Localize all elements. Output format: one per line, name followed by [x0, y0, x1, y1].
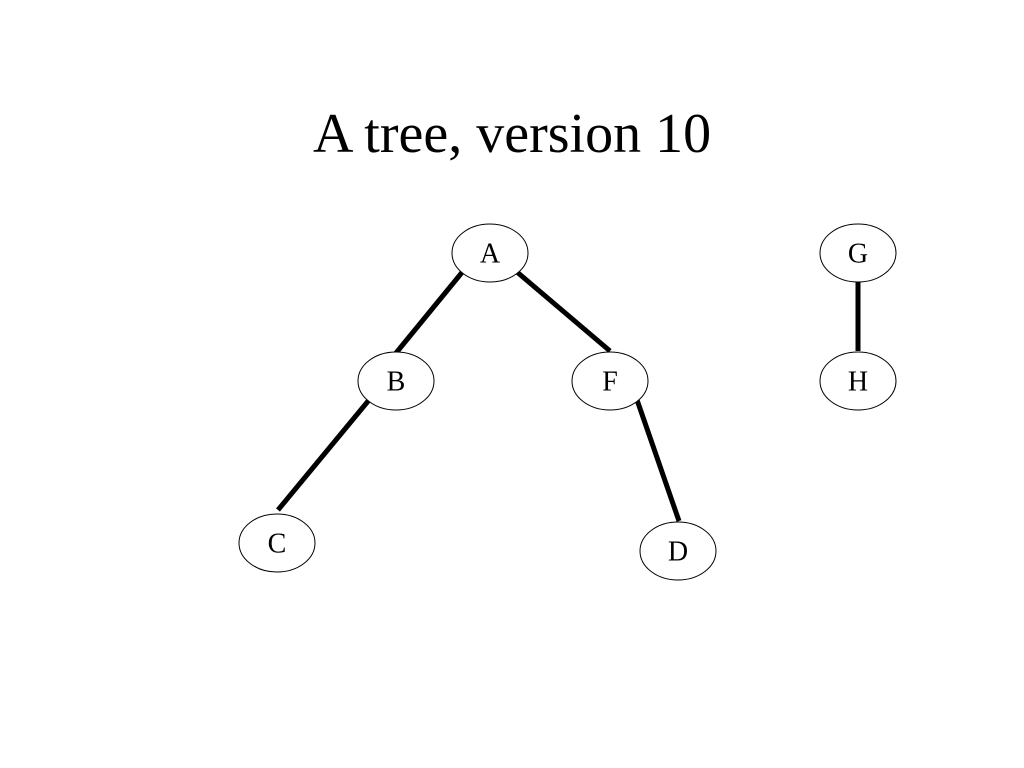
node-b-label: B	[387, 367, 406, 398]
node-g: G	[819, 223, 897, 283]
node-c: C	[238, 513, 316, 573]
node-f-label: F	[602, 367, 618, 398]
edge-a-f	[515, 270, 612, 353]
node-d-label: D	[668, 537, 688, 568]
node-a-label: A	[480, 239, 501, 270]
node-f: F	[571, 351, 649, 411]
node-d: D	[639, 521, 717, 581]
node-a: A	[451, 223, 529, 283]
edge-a-b	[394, 268, 466, 355]
node-h-label: H	[848, 367, 868, 398]
node-b: B	[357, 351, 435, 411]
edge-f-d	[633, 396, 682, 522]
slide-title: A tree, version 10	[312, 103, 712, 165]
edge-b-c	[276, 398, 371, 512]
node-c-label: C	[268, 529, 287, 560]
node-h: H	[819, 351, 897, 411]
node-g-label: G	[848, 239, 868, 270]
